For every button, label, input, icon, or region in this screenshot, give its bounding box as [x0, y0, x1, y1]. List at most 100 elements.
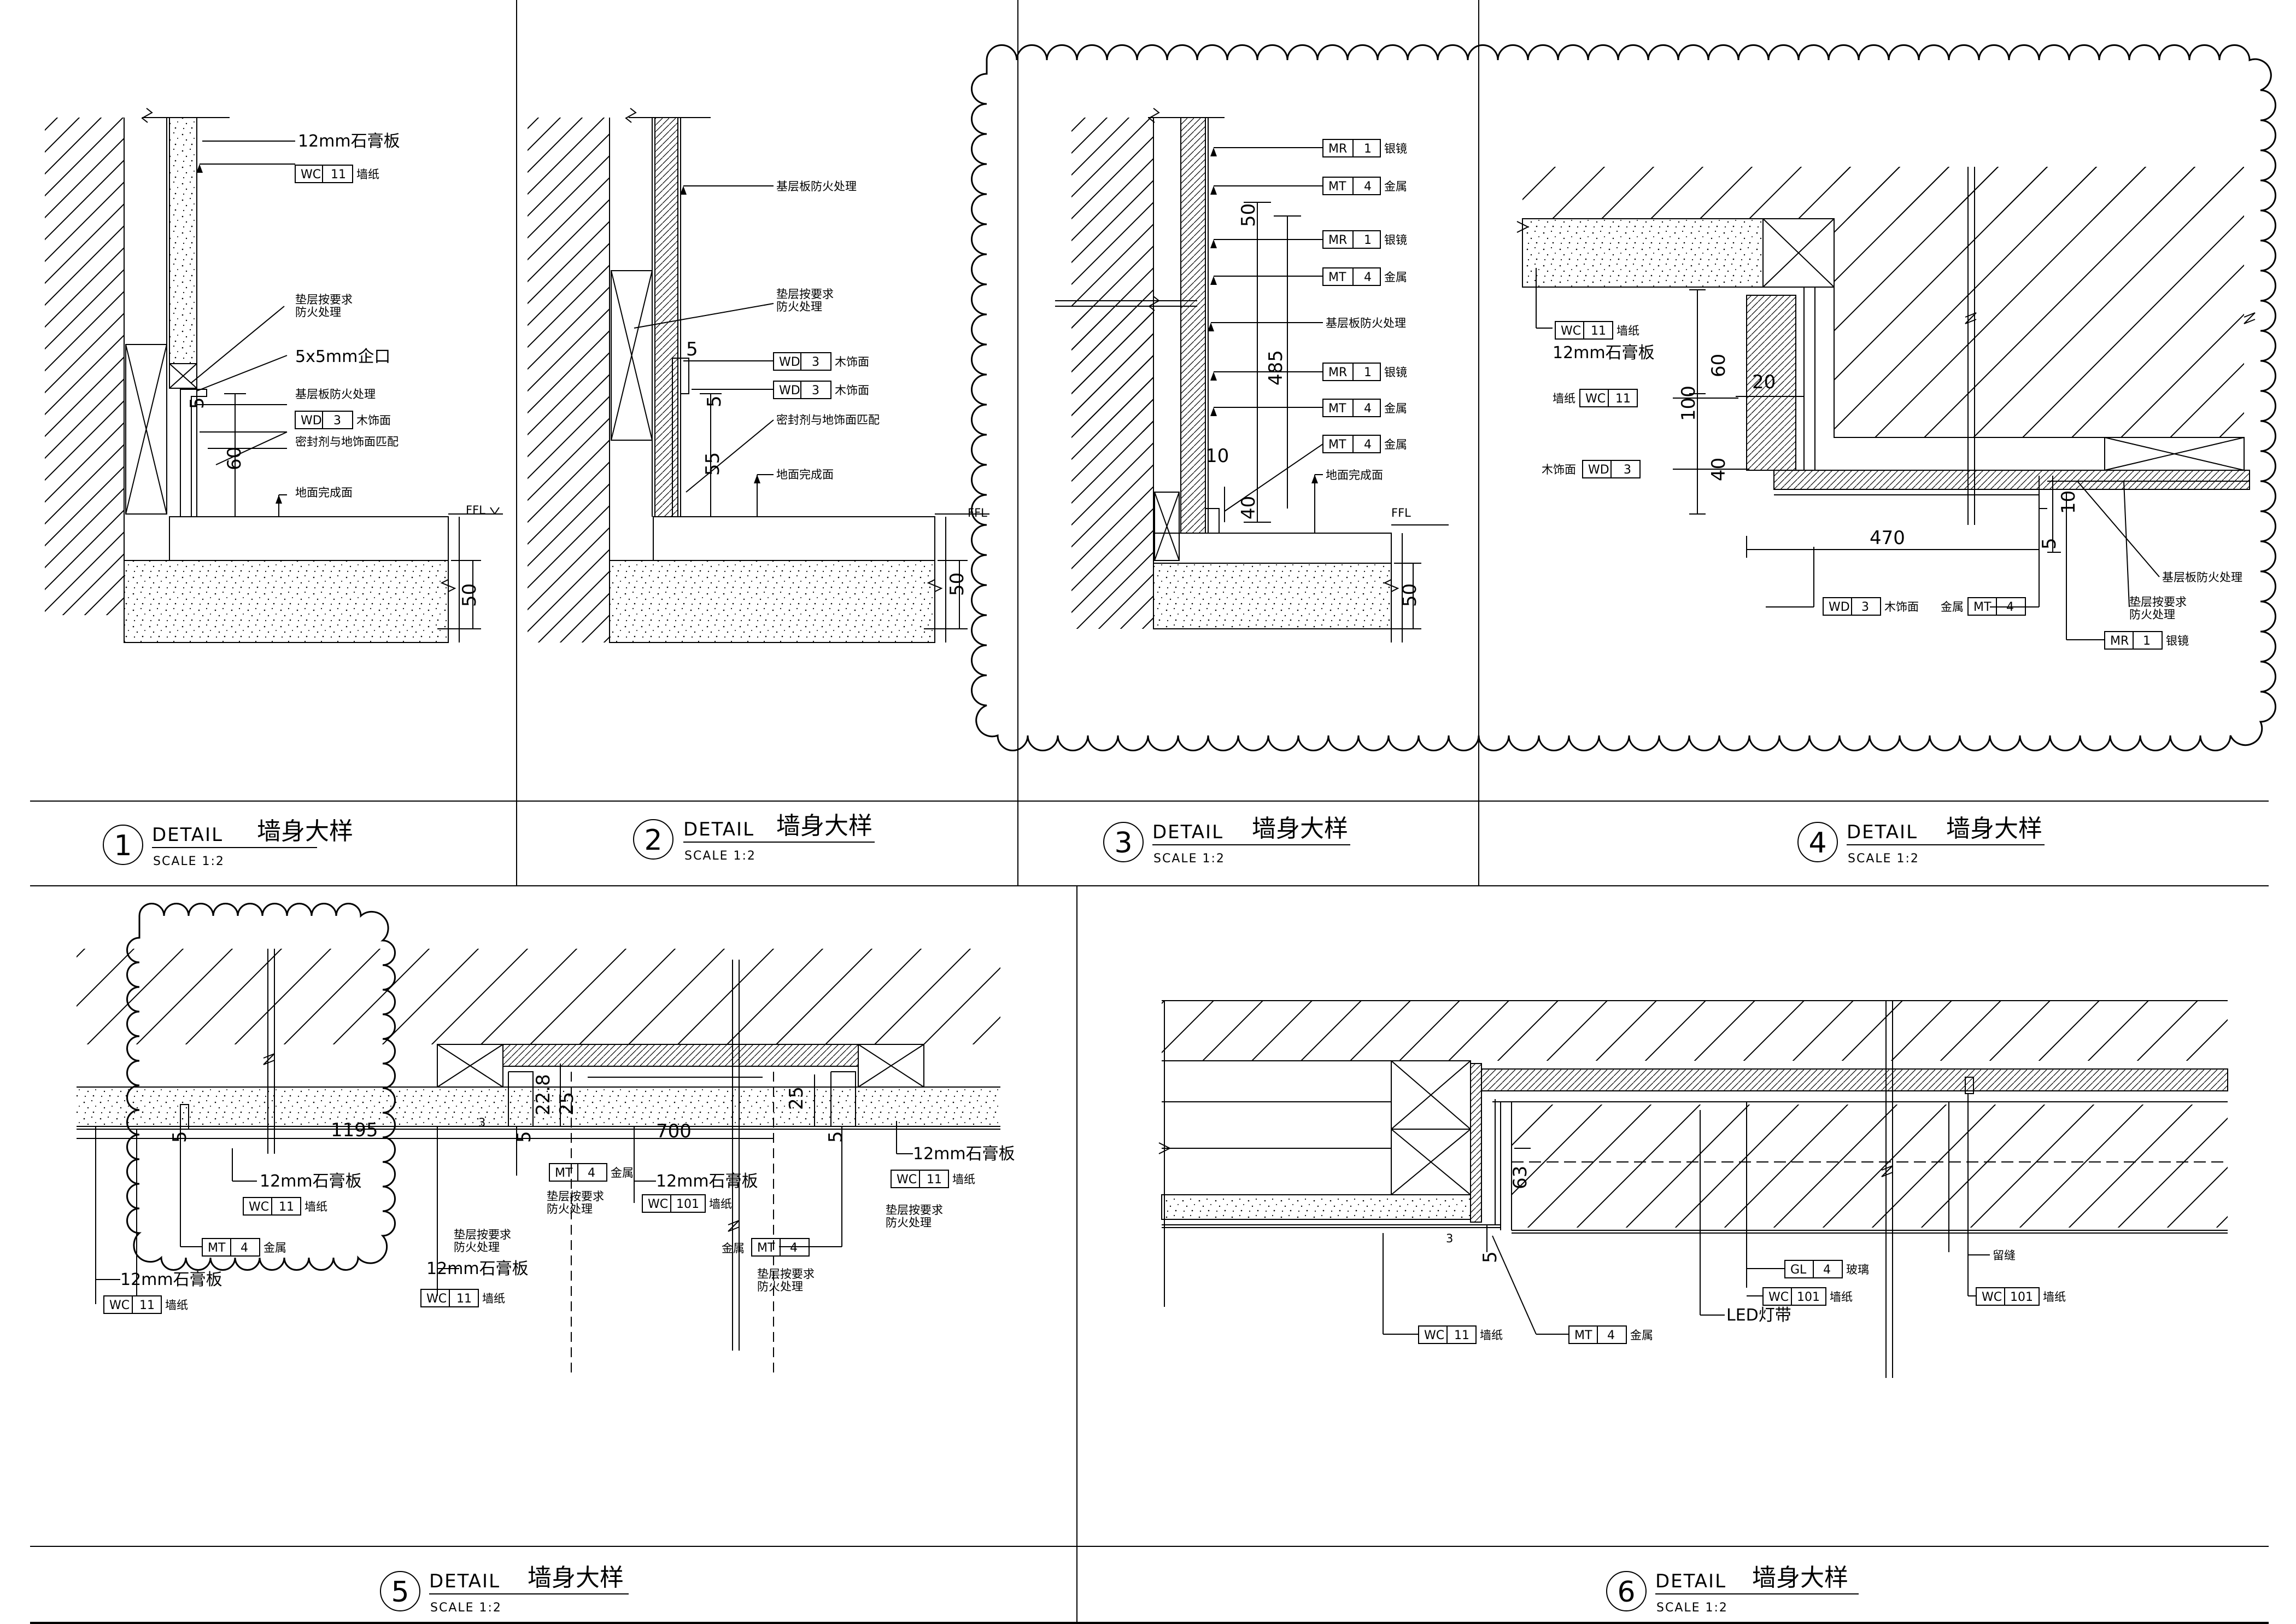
svg-text:3: 3: [1624, 463, 1631, 477]
svg-text:MT: MT: [208, 1241, 226, 1255]
material-tag-mr1: MR 1 银镜: [2104, 631, 2189, 650]
detail-4-annotations: WC 11 墙纸 12mm石膏板 墙纸 WC 11 木饰面 WD 3 60 10…: [1542, 321, 2242, 650]
material-tag-mt4: MT 4 金属: [1568, 1325, 1653, 1344]
svg-text:银镜: 银镜: [1384, 366, 1407, 379]
detail-6-drawing: [1158, 1000, 2228, 1378]
detail-label: DETAIL: [1152, 821, 1223, 843]
dim-5c: 5: [825, 1131, 847, 1143]
material-tag-mr1-b: MR 1 银镜: [1322, 230, 1407, 249]
svg-text:墙纸: 墙纸: [952, 1173, 975, 1186]
svg-text:WC: WC: [301, 168, 321, 182]
svg-text:墙纸: 墙纸: [709, 1197, 732, 1211]
detail-title-4: 4 DETAIL 墙身大样 SCALE 1:2: [1797, 815, 2045, 866]
detail-3-drawing: [1055, 108, 1449, 642]
ffl-label: FFL: [1391, 506, 1411, 519]
material-tag-wd3-b: WD 3 木饰面: [773, 381, 869, 399]
svg-text:4: 4: [2006, 600, 2014, 614]
note-fire-1: 垫层按要求: [295, 293, 353, 306]
label-metal: 金属: [722, 1242, 745, 1255]
svg-text:MT: MT: [1328, 438, 1346, 452]
detail-number: 4: [1808, 827, 1826, 860]
detail-scale: SCALE 1:2: [153, 855, 225, 868]
detail-number: 5: [391, 1576, 409, 1609]
detail-scale: SCALE 1:2: [684, 849, 756, 863]
material-tag-wc11: WC 11 墙纸: [295, 165, 379, 183]
note-sealant: 密封剂与地饰面匹配: [295, 435, 399, 448]
material-tag-wc11: WC 11 墙纸: [1555, 321, 1639, 340]
detail-label: DETAIL: [429, 1570, 500, 1592]
svg-text:墙纸: 墙纸: [1830, 1290, 1853, 1304]
dim-60: 60: [1708, 354, 1730, 377]
material-tag-wc101-a: WC 101 墙纸: [1762, 1287, 1853, 1306]
detail-label: DETAIL: [683, 819, 754, 840]
material-tag-wc11: WC 11 墙纸: [1418, 1325, 1503, 1344]
note-fire-a-1: 垫层按要求: [454, 1228, 511, 1241]
material-tag-wc11-b: WC 11 墙纸: [103, 1295, 188, 1314]
gypsum-board-spec-b: 12mm石膏板: [120, 1270, 222, 1289]
svg-text:WC: WC: [897, 1173, 917, 1187]
svg-text:4: 4: [588, 1166, 595, 1180]
detail-title-text: 墙身大样: [1752, 1564, 1848, 1592]
detail-number: 1: [114, 829, 132, 862]
dim-60: 60: [224, 447, 245, 470]
note-fire-d-2: 防火处理: [886, 1216, 932, 1229]
detail-scale: SCALE 1:2: [1153, 852, 1225, 866]
note-fire-2: 防火处理: [295, 306, 341, 319]
material-tag-wc101-b: WC 101 墙纸: [1976, 1287, 2066, 1306]
note-floor-finish: 地面完成面: [295, 486, 353, 499]
dim-5: 5: [686, 338, 698, 360]
svg-text:MT: MT: [1973, 600, 1992, 614]
ffl-label: FFL: [968, 506, 987, 519]
note-fire-b-1: 垫层按要求: [547, 1190, 604, 1203]
svg-text:墙纸: 墙纸: [1616, 324, 1639, 337]
dim-100: 100: [1678, 385, 1700, 421]
svg-text:WC: WC: [1768, 1290, 1789, 1304]
note-fire-1: 垫层按要求: [776, 288, 834, 301]
material-tag-wd3-a: WD 3 木饰面: [773, 352, 869, 371]
svg-text:3: 3: [812, 355, 819, 369]
svg-text:WD: WD: [1829, 600, 1850, 614]
material-tag-mt4-c: MT 4 金属: [1322, 399, 1407, 417]
dim-700: 700: [656, 1120, 692, 1142]
svg-text:金属: 金属: [611, 1166, 634, 1179]
svg-text:WC: WC: [1982, 1290, 2002, 1304]
note-fire-2: 防火处理: [776, 300, 822, 313]
svg-text:墙纸: 墙纸: [356, 168, 379, 181]
material-tag-wc11-a: WC 11 墙纸: [243, 1197, 327, 1216]
svg-text:11: 11: [1454, 1329, 1469, 1342]
detail-title-1: 1 DETAIL 墙身大样 SCALE 1:2: [103, 817, 353, 868]
svg-text:MT: MT: [1328, 180, 1346, 194]
detail-title-text: 墙身大样: [1252, 815, 1348, 843]
svg-text:WC: WC: [1561, 324, 1581, 338]
svg-text:金属: 金属: [1384, 271, 1407, 284]
svg-text:玻璃: 玻璃: [1846, 1263, 1869, 1276]
dim-3: 3: [478, 1116, 485, 1129]
detail-title-6: 6 DETAIL 墙身大样 SCALE 1:2: [1606, 1564, 1859, 1615]
material-tag-gl4: GL 4 玻璃: [1784, 1260, 1869, 1278]
detail-label: DETAIL: [1847, 821, 1918, 843]
dim-50: 50: [946, 573, 968, 596]
detail-4-drawing: [1516, 167, 2256, 640]
note-gap: 留缝: [1993, 1249, 2016, 1262]
detail-title-text: 墙身大样: [528, 1564, 624, 1592]
note-sealant: 密封剂与地饰面匹配: [776, 413, 880, 427]
detail-scale: SCALE 1:2: [1656, 1601, 1728, 1615]
svg-text:墙纸: 墙纸: [1480, 1329, 1503, 1342]
svg-text:金属: 金属: [1384, 438, 1407, 451]
detail-title-2: 2 DETAIL 墙身大样 SCALE 1:2: [633, 812, 875, 863]
material-tag-wc11-short: WC 11: [1579, 389, 1638, 407]
svg-text:101: 101: [2010, 1290, 2033, 1304]
dim-22-8: 22.8: [532, 1074, 554, 1115]
svg-text:金属: 金属: [1384, 180, 1407, 193]
dim-5: 5: [2039, 538, 2060, 550]
svg-text:11: 11: [456, 1292, 472, 1306]
dim-50a: 50: [1238, 203, 1260, 227]
svg-text:MR: MR: [1328, 142, 1347, 156]
groove-spec: 5x5mm企口: [295, 347, 390, 366]
svg-text:WC: WC: [1585, 392, 1606, 406]
svg-text:101: 101: [676, 1197, 699, 1211]
svg-text:1: 1: [1364, 233, 1372, 247]
svg-text:墙纸: 墙纸: [482, 1292, 505, 1305]
svg-text:WC: WC: [1424, 1329, 1444, 1342]
